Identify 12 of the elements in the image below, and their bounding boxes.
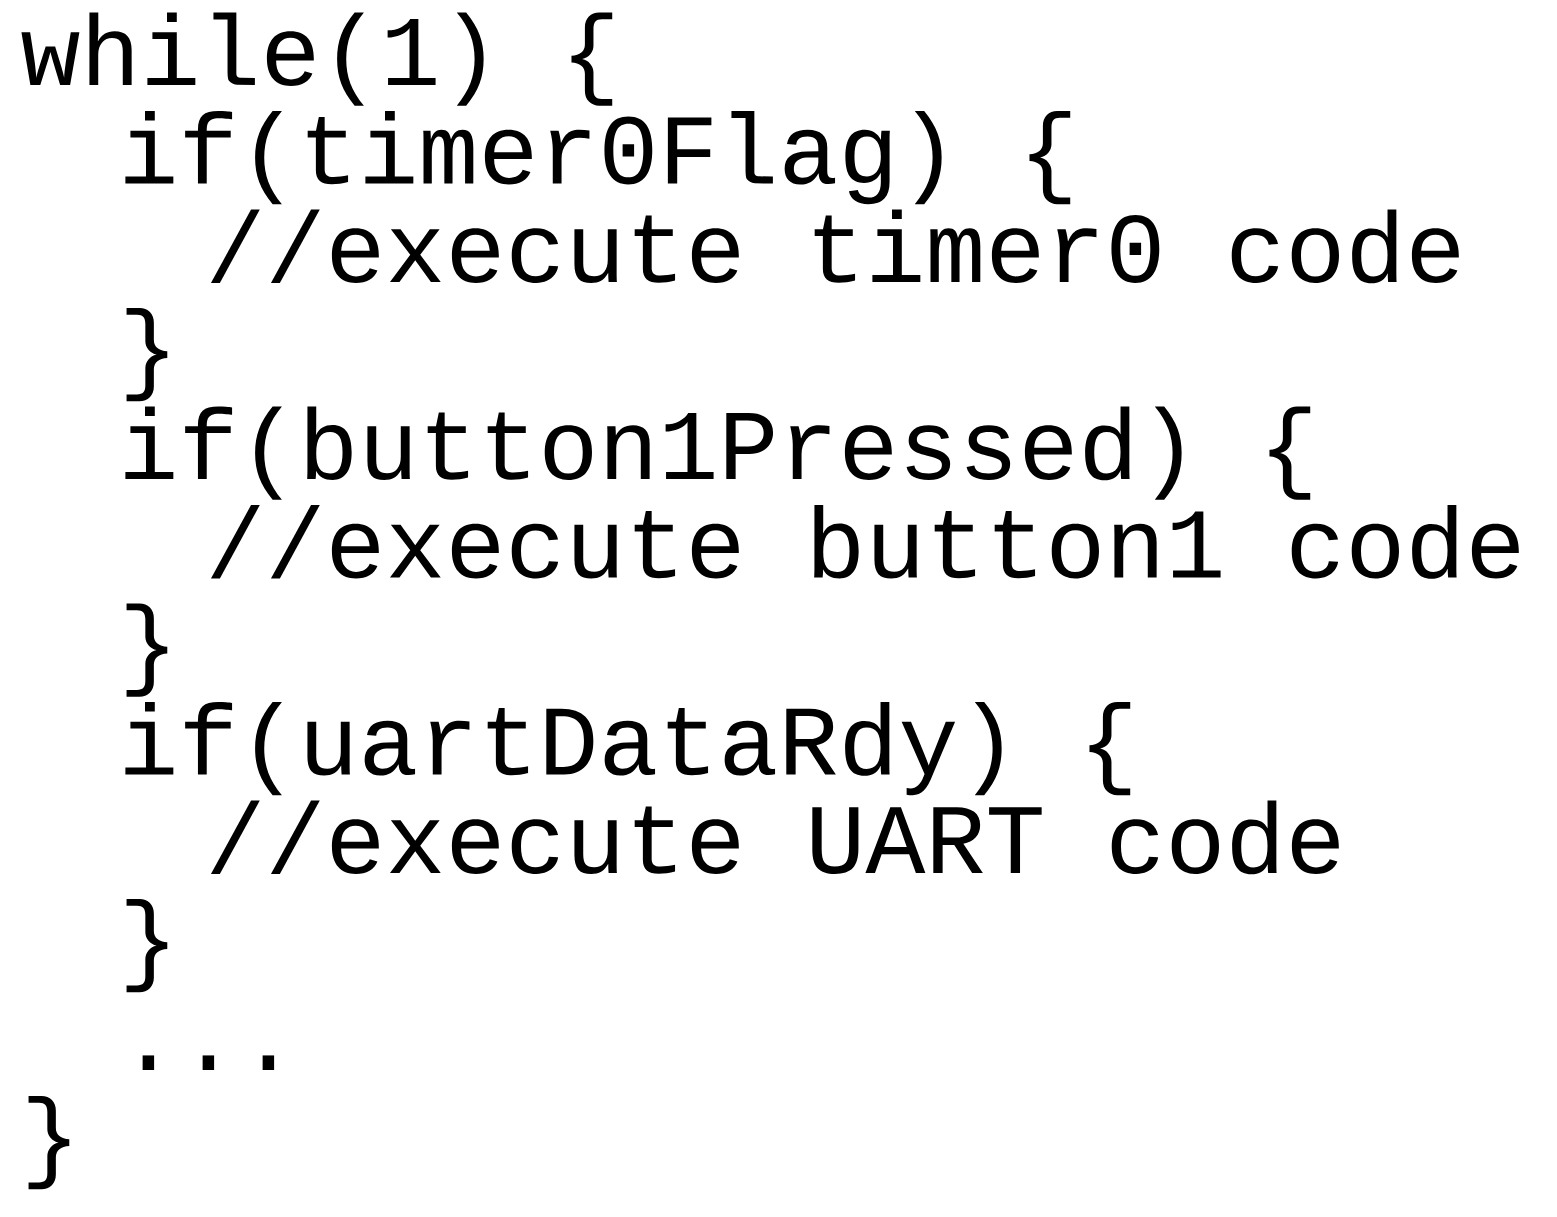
- code-line: if(timer0Flag) {: [125, 111, 1071, 205]
- code-line: }: [126, 899, 168, 993]
- code-line: //execute button1 code: [210, 505, 1519, 579]
- code-line: if(uartDataRdy) {: [125, 702, 1131, 796]
- code-line: //execute timer0 code: [210, 209, 1459, 284]
- code-line: //execute UART code: [210, 800, 1339, 875]
- code-line: if(button1Pressed) {: [125, 406, 1311, 500]
- code-line: ...: [142, 1055, 275, 1070]
- code-line: }: [126, 308, 168, 402]
- code-line: while(1) {: [21, 12, 613, 106]
- code-line: }: [28, 1096, 70, 1190]
- code-line: }: [126, 603, 168, 697]
